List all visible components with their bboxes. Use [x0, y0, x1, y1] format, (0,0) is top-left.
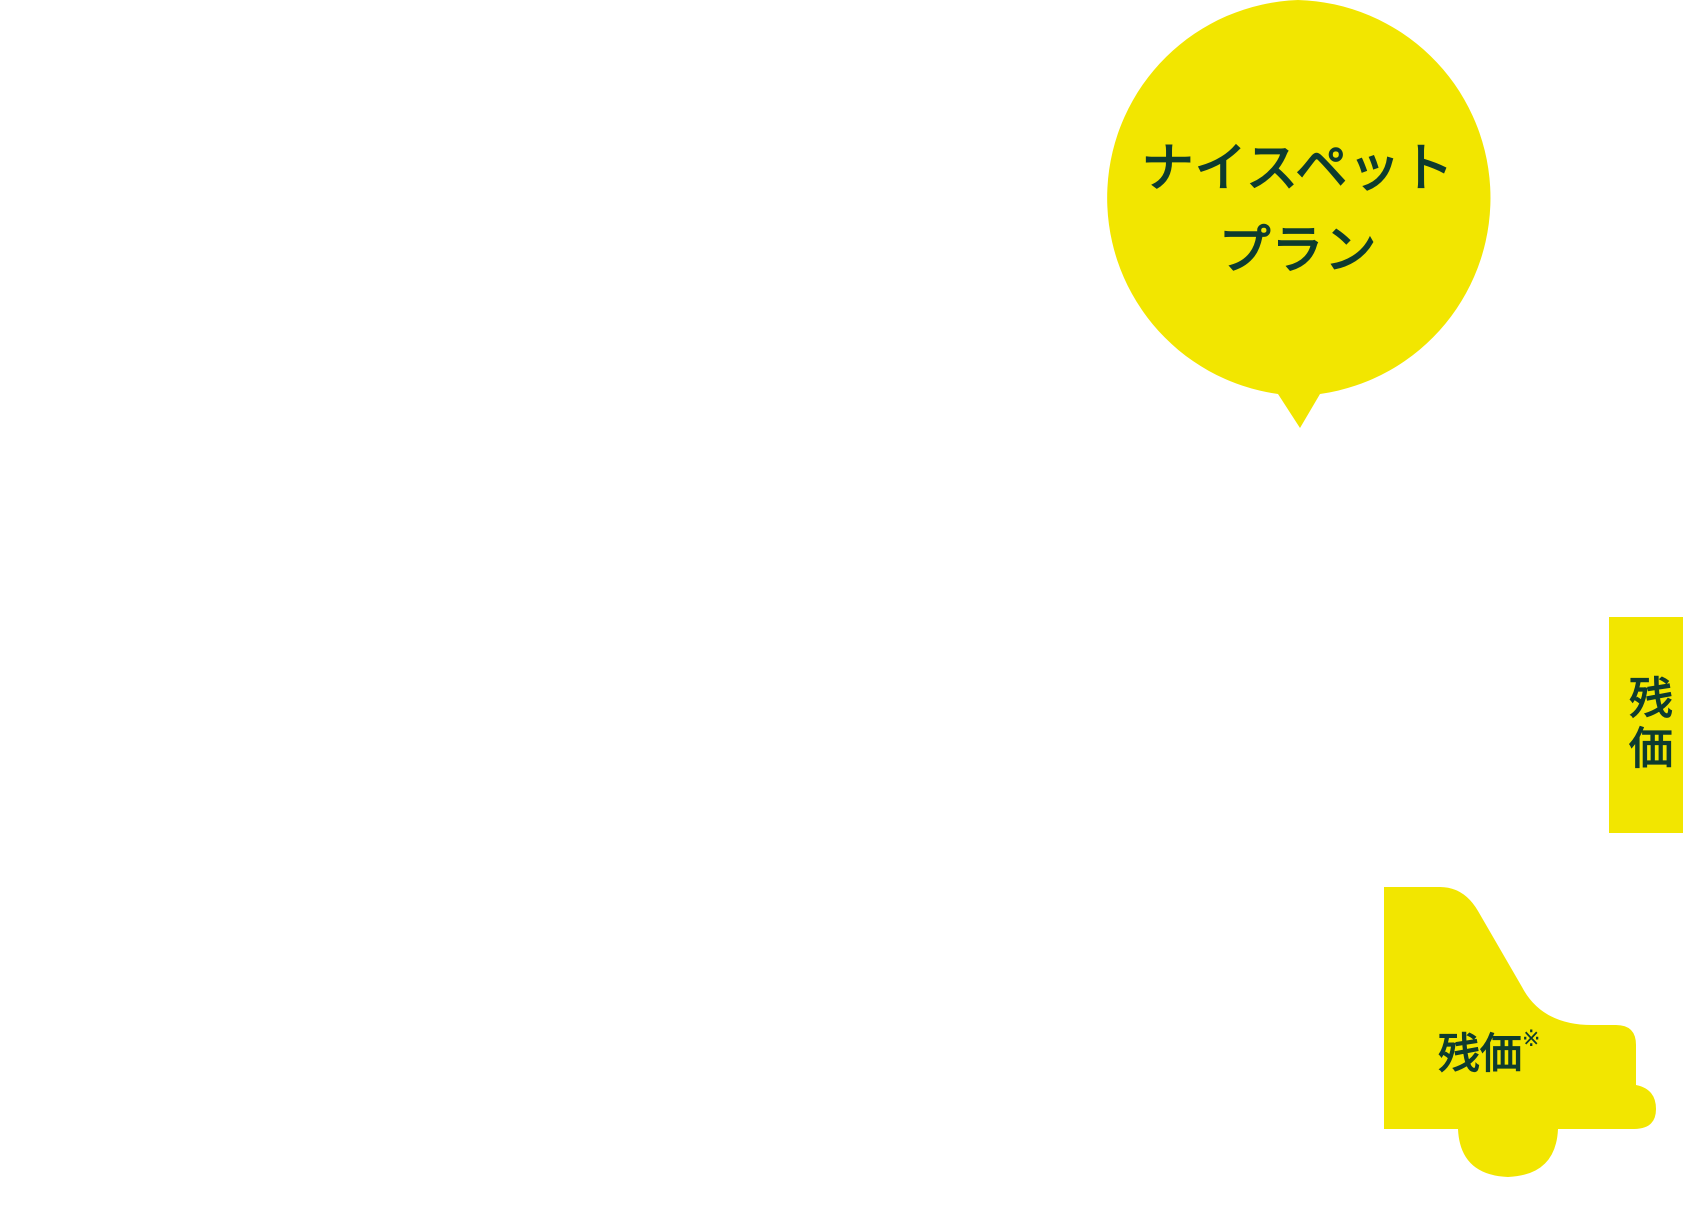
car-body-path: [1384, 887, 1656, 1177]
footnote-mark: ※: [1522, 1027, 1541, 1052]
residual-value-vertical-label: 残価: [1621, 675, 1672, 775]
plan-speech-bubble: ナイスペット プラン: [1100, 0, 1496, 432]
plan-name-line-2: プラン: [1218, 221, 1378, 281]
car-residual-value-text: 残価: [1438, 1029, 1523, 1078]
residual-value-car: 残価※: [1382, 885, 1686, 1215]
plan-name-line-1: ナイスペット: [1141, 139, 1455, 199]
car-silhouette-icon: [1384, 887, 1656, 1177]
residual-value-vertical-tag: 残価: [1609, 617, 1683, 833]
plan-name: ナイスペット プラン: [1100, 128, 1496, 292]
speech-bubble-shape: [1107, 0, 1491, 428]
car-residual-value-label: 残価※: [1438, 1029, 1540, 1075]
speech-bubble-path: [1107, 0, 1491, 428]
